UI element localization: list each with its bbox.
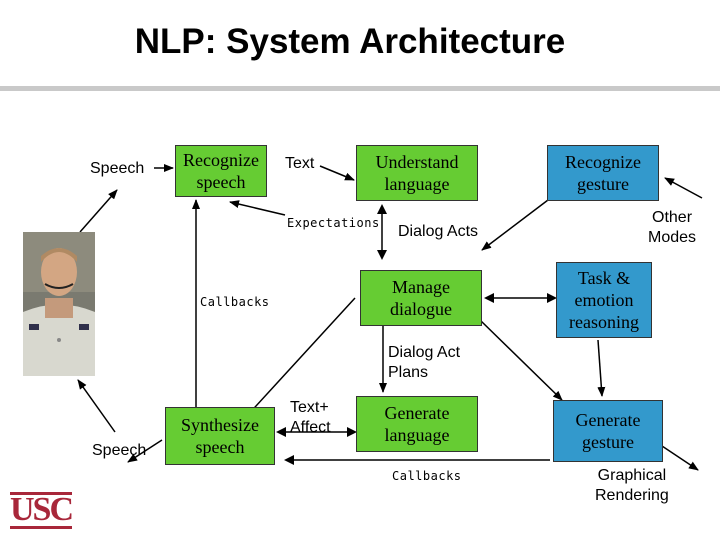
usc-logo-rule-top	[10, 492, 72, 495]
usc-logo: USC	[10, 491, 74, 528]
label-expectations: Expectations	[287, 216, 380, 230]
label-other-modes: Other Modes	[648, 209, 697, 246]
usc-logo-rule-bottom	[10, 526, 72, 529]
arrow-gesture-to-manage	[481, 199, 549, 251]
label-text-affect: Text+ Affect	[290, 399, 331, 436]
box-manage-dialogue: Manage dialogue	[360, 270, 482, 326]
label-speech-output: Speech	[92, 442, 147, 459]
title-divider	[0, 86, 720, 91]
box-generate-gesture: Generate gesture	[553, 400, 663, 462]
label-text: Text	[285, 155, 315, 172]
box-recognize-gesture: Recognize gesture	[547, 145, 659, 201]
arrow-callbacks-to-synthesize	[244, 297, 356, 419]
box-task-emotion-reasoning: Task & emotion reasoning	[556, 262, 652, 338]
label-callbacks-left: Callbacks	[200, 295, 270, 309]
arrow-expectations-to-recognize	[229, 200, 286, 216]
label-speech-input: Speech	[90, 160, 145, 177]
box-recognize-speech: Recognize speech	[175, 145, 267, 197]
arrow-text-to-understand	[319, 165, 355, 181]
arrow-speech-to-user	[77, 379, 116, 433]
arrow-user-to-speech	[79, 189, 118, 233]
box-generate-language: Generate language	[356, 396, 478, 452]
label-graphical-rendering: Graphical Rendering	[595, 467, 669, 504]
arrow-modes-to-gesture	[664, 177, 703, 199]
label-callbacks-bottom: Callbacks	[392, 469, 462, 483]
arrow-task-to-gesture	[597, 339, 606, 397]
arrow-manage-to-gesture	[479, 319, 563, 401]
page-title: NLP: System Architecture	[134, 22, 566, 61]
box-synthesize-speech: Synthesize speech	[165, 407, 275, 465]
label-dialog-acts: Dialog Acts	[398, 223, 479, 240]
label-dialog-act-plans: Dialog Act Plans	[388, 344, 461, 381]
user-photo	[23, 232, 95, 376]
arrow-synthesize-to-speech	[127, 439, 163, 463]
box-understand-language: Understand language	[356, 145, 478, 201]
